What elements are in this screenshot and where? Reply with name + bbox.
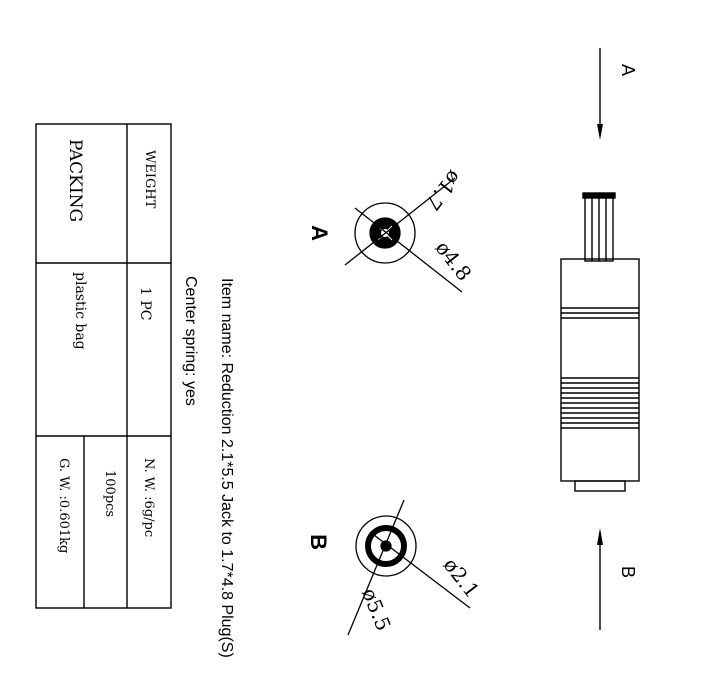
section-a-label: A — [307, 225, 332, 241]
plug-pin — [582, 192, 616, 262]
item-name-note: Item name: Reduction 2.1*5.5 Jack to 1.7… — [218, 278, 235, 658]
section-a-view — [344, 177, 463, 293]
dim-a-outer: ø4.8 — [431, 236, 477, 285]
table-bag: plastic bag — [72, 272, 88, 350]
table-nw: N. W. :6g/pc — [141, 458, 156, 537]
body-grooves-top — [561, 307, 639, 319]
packing-table — [35, 123, 172, 609]
table-pcs: 100pcs — [102, 470, 117, 517]
dim-b-inner: ø2.1 — [439, 553, 485, 602]
table-qty: 1 PC — [137, 287, 153, 321]
adapter-body — [560, 258, 640, 482]
table-weight-label: WEIGHT — [142, 150, 157, 209]
body-grooves-ribbed — [561, 377, 639, 429]
view-arrow-a — [597, 48, 603, 140]
table-packing-label: PACKING — [65, 139, 85, 222]
section-b-label: B — [306, 534, 331, 550]
jack-end-cap — [574, 480, 626, 492]
table-gw: G. W. :0.601kg — [56, 458, 71, 553]
view-arrow-b-label: B — [618, 566, 638, 578]
center-spring-note: Center spring: yes — [182, 276, 199, 406]
dim-b-outer: ø5.5 — [357, 585, 396, 635]
view-arrow-a-label: A — [618, 64, 638, 76]
dim-a-inner: ø1.7 — [421, 166, 467, 215]
view-arrow-b — [597, 528, 603, 630]
section-b-view — [347, 499, 471, 636]
adapter-side-view — [560, 192, 640, 492]
